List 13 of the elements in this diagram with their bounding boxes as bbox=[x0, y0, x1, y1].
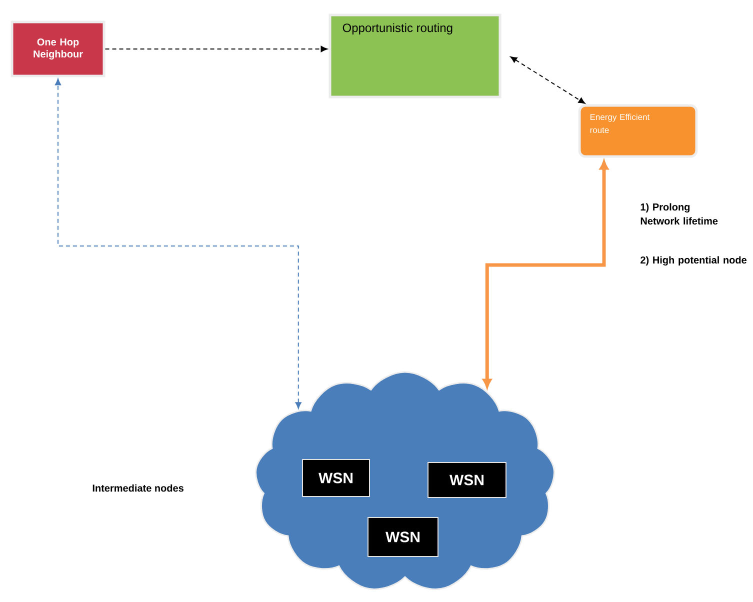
note-text: Intermediate nodes bbox=[92, 484, 184, 492]
wsn-box: WSN bbox=[368, 517, 438, 557]
arrow bbox=[482, 160, 608, 388]
list-item: 2) High potential node bbox=[640, 256, 747, 266]
arrow bbox=[54, 78, 302, 409]
wsn-box: WSN bbox=[302, 459, 370, 497]
neighbour-box: One Hop Neighbour bbox=[10, 20, 106, 78]
routing-box: Opportunistic routing bbox=[328, 14, 502, 98]
arrow bbox=[104, 46, 328, 52]
wsn-box: WSN bbox=[428, 462, 506, 498]
route-box: Energy Efficient route bbox=[578, 104, 698, 158]
arrow bbox=[510, 56, 586, 104]
list-item: 1) Prolong Network lifetime bbox=[640, 203, 718, 225]
